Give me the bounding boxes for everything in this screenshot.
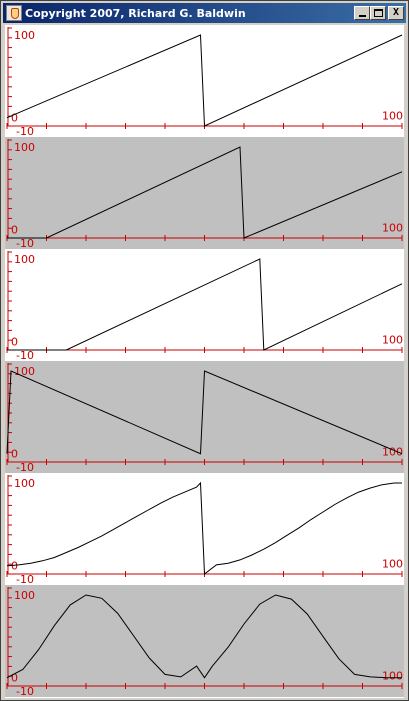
data-curve (6, 481, 402, 575)
plot-panel-1: 100 0-10 100 (5, 25, 404, 138)
y-min-label: -10 (16, 237, 34, 250)
plot-background (5, 249, 404, 361)
plot-panel-3: 100 0-10 100 (5, 249, 404, 362)
plots-canvas: 1000-101001000-101001000-101001000-10100… (5, 25, 404, 698)
y-zero-label: 0 (11, 336, 18, 349)
minimize-icon (358, 15, 366, 17)
data-curve (6, 34, 403, 127)
plot-background (5, 137, 404, 249)
plot-panel-2: 100 0-10 100 (5, 137, 404, 250)
x-max-label: 100 (382, 446, 403, 459)
x-max-label: 100 (382, 334, 403, 347)
y-zero-label: 0 (11, 560, 18, 573)
maximize-icon (373, 9, 383, 17)
y-max-label: 100 (14, 141, 35, 154)
y-min-label: -10 (16, 685, 34, 698)
y-zero-label: 0 (11, 448, 18, 461)
x-max-label: 100 (382, 558, 403, 571)
y-min-label: -10 (16, 125, 34, 138)
plot-background (5, 585, 404, 697)
close-button[interactable]: X (388, 6, 404, 20)
y-zero-label: 0 (11, 112, 18, 125)
window-title: Copyright 2007, Richard G. Baldwin (25, 6, 246, 20)
maximize-button[interactable] (370, 6, 386, 20)
y-max-label: 100 (14, 589, 35, 602)
y-min-label: -10 (16, 573, 34, 586)
y-min-label: -10 (16, 461, 34, 474)
y-max-label: 100 (14, 365, 35, 378)
y-min-label: -10 (16, 349, 34, 362)
data-curve (6, 594, 402, 679)
close-icon: X (392, 7, 400, 18)
x-max-label: 100 (382, 110, 403, 123)
minimize-button[interactable] (354, 6, 370, 20)
data-curve (7, 258, 403, 351)
y-max-label: 100 (14, 253, 35, 266)
x-max-label: 100 (382, 670, 403, 683)
title-bar[interactable]: Copyright 2007, Richard G. Baldwin X (3, 3, 406, 23)
y-max-label: 100 (14, 477, 35, 490)
java-cup-icon[interactable] (6, 5, 22, 21)
plot-panel-4: 100 0-10 100 (5, 361, 404, 474)
x-max-label: 100 (382, 222, 403, 235)
plot-panel-6: 100 0-10 100 (5, 585, 404, 698)
data-curve (6, 370, 403, 455)
y-max-label: 100 (14, 29, 35, 42)
y-zero-label: 0 (11, 672, 18, 685)
data-curve (7, 146, 403, 239)
plot-panel-5: 100 0-10 100 (5, 473, 404, 586)
y-zero-label: 0 (11, 224, 18, 237)
